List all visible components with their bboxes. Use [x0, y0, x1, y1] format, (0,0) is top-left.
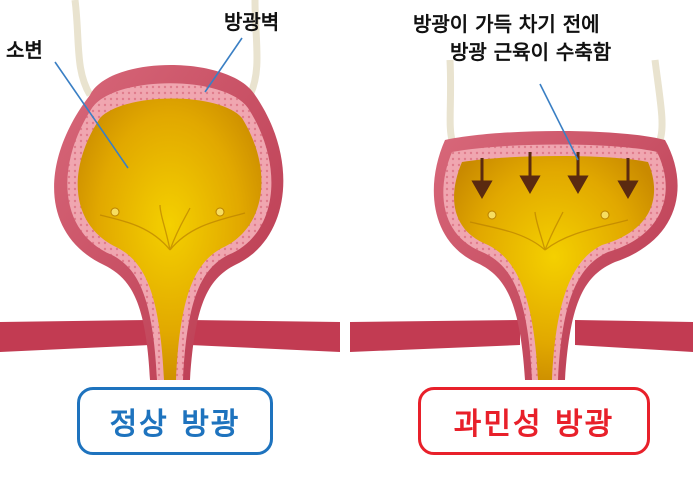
bladder-wall-label: 방광벽 — [224, 10, 280, 34]
annotation-line-2: 방광 근육이 수축함 — [450, 40, 612, 64]
annotation-pointer-line — [539, 83, 579, 161]
urine-label: 소변 — [6, 38, 43, 62]
normal-bladder — [0, 0, 340, 380]
arrow-down-icon — [567, 152, 589, 195]
annotation-line-1: 방광이 가득 차기 전에 — [413, 12, 600, 36]
overactive-bladder — [350, 59, 693, 380]
arrow-down-icon — [471, 158, 493, 200]
arrow-down-icon — [617, 158, 639, 200]
overactive-bladder-caption: 과민성 방광 — [418, 387, 650, 455]
arrow-down-icon — [519, 152, 541, 195]
normal-bladder-caption: 정상 방광 — [77, 387, 273, 455]
wall-pointer-line — [204, 37, 243, 93]
urine-pointer-line — [54, 61, 129, 169]
